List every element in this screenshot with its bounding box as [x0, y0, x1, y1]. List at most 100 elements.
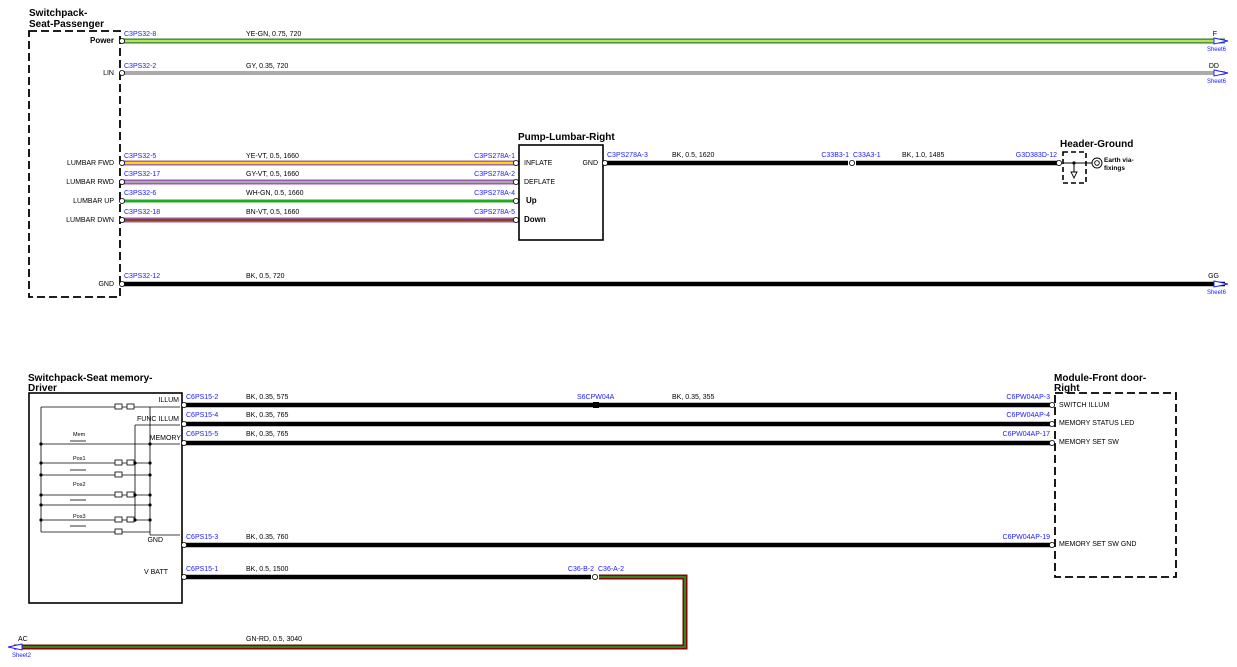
- offsheet-sheet6-f[interactable]: Sheet6: [1207, 47, 1227, 53]
- connector-c33a3-1: C33A3-1: [853, 152, 881, 159]
- pin-lumbar-rwd: LUMBAR RWD: [66, 179, 114, 186]
- pump-pin-gnd: GND: [582, 160, 598, 167]
- connector-c36-b-2: C36-B-2: [568, 566, 594, 573]
- front-door-box: [1054, 392, 1177, 578]
- wire-spec-lumbar-up: WH-GN, 0.5, 1660: [246, 190, 304, 197]
- offsheet-sheet2-ac[interactable]: Sheet2: [12, 653, 32, 659]
- pin-lin: LIN: [103, 70, 114, 77]
- seat-passenger-title-1: Switchpack-: [29, 8, 87, 19]
- connector-c3ps32-6: C3PS32-6: [124, 190, 156, 197]
- pin-power: Power: [90, 36, 114, 45]
- offsheet-dd: DD: [1209, 63, 1219, 70]
- connector-c3ps278a-3: C3PS278A-3: [607, 152, 648, 159]
- connector-c6ps15-5: C6PS15-5: [186, 431, 218, 438]
- connector-c3ps32-12: C3PS32-12: [124, 273, 160, 280]
- pin-switch-illum: SWITCH ILLUM: [1059, 402, 1109, 409]
- pin-memory-status-led: MEMORY STATUS LED: [1059, 420, 1134, 427]
- switch-label-mem: Mem: [73, 432, 86, 438]
- connector-c6pw04ap-3: C6PW04AP-3: [1006, 394, 1050, 401]
- connector-c3ps32-5: C3PS32-5: [124, 153, 156, 160]
- offsheet-f: F: [1213, 31, 1217, 38]
- earth-stud-icon: [1091, 157, 1103, 169]
- wire-spec-illum-b: BK, 0.35, 355: [672, 394, 715, 401]
- connector-s6cpw04a: S6CPW04A: [577, 394, 615, 401]
- pump-pin-down: Down: [524, 215, 546, 224]
- offsheet-sheet6-dd[interactable]: Sheet6: [1207, 79, 1227, 85]
- pin-memory-set-sw: MEMORY SET SW: [1059, 439, 1119, 446]
- wire-spec-memory: BK, 0.35, 765: [246, 431, 289, 438]
- switch-label-pos2: Pos2: [73, 482, 86, 488]
- wire-spec-mem-gnd: BK, 0.35, 760: [246, 534, 289, 541]
- header-ground-note-1: Earth via-: [1104, 157, 1134, 164]
- pin-mem-gnd: GND: [147, 537, 163, 544]
- pin-memory: MEMORY: [150, 435, 182, 442]
- seat-memory-title-1: Switchpack-Seat memory-: [28, 373, 153, 384]
- connector-c6ps15-2: C6PS15-2: [186, 394, 218, 401]
- pump-pin-up: Up: [526, 196, 537, 205]
- connector-c3ps278a-2: C3PS278A-2: [474, 171, 515, 178]
- seat-passenger-title-2: Seat-Passenger: [29, 19, 104, 30]
- pin-vbatt: V BATT: [144, 569, 169, 576]
- connector-c6ps15-4: C6PS15-4: [186, 412, 218, 419]
- wire-spec-ac: GN-RD, 0.5, 3040: [246, 636, 302, 643]
- connector-c3ps278a-4: C3PS278A-4: [474, 190, 515, 197]
- front-door-title-1: Module-Front door-: [1054, 373, 1146, 384]
- wire-spec-pump-gnd: BK, 0.5, 1620: [672, 152, 715, 159]
- header-ground-note-2: fixings: [1104, 165, 1125, 172]
- connector-c3ps32-2: C3PS32-2: [124, 63, 156, 70]
- switch-nodes: [39, 442, 152, 522]
- seat-memory-title-2: Driver: [28, 383, 57, 394]
- splice-s6cpw04a[interactable]: [593, 402, 599, 408]
- pin-lumbar-up: LUMBAR UP: [73, 198, 114, 205]
- pump-box: [518, 144, 604, 241]
- wire-spec-lin: GY, 0.35, 720: [246, 63, 288, 70]
- pin-lumbar-fwd: LUMBAR FWD: [67, 160, 114, 167]
- offsheet-arrow-icon[interactable]: [1213, 37, 1229, 45]
- wire-spec-gnd: BK, 0.5, 720: [246, 273, 285, 280]
- wire-spec-power: YE-GN, 0.75, 720: [246, 31, 301, 38]
- pin-func-illum: FUNC ILLUM: [137, 416, 179, 423]
- wire-spec-func-illum: BK, 0.35, 765: [246, 412, 289, 419]
- connector-c6ps15-1: C6PS15-1: [186, 566, 218, 573]
- front-door-title-2: Right: [1054, 383, 1080, 394]
- wire-spec-lumbar-fwd: YE-VT, 0.5, 1660: [246, 153, 299, 160]
- pin-memory-set-sw-gnd: MEMORY SET SW GND: [1059, 541, 1136, 548]
- pump-pin-inflate: INFLATE: [524, 160, 553, 167]
- wire-ac[interactable]: [14, 574, 688, 650]
- connector-c3ps32-8: C3PS32-8: [124, 31, 156, 38]
- seat-memory-box: [28, 392, 183, 604]
- wire-spec-header-gnd: BK, 1.0, 1485: [902, 152, 945, 159]
- header-ground-box: [1062, 151, 1087, 184]
- connector-c3ps278a-5: C3PS278A-5: [474, 209, 515, 216]
- connector-c3ps32-17: C3PS32-17: [124, 171, 160, 178]
- pump-pin-deflate: DEFLATE: [524, 179, 555, 186]
- offsheet-ac: AC: [18, 636, 28, 643]
- ground-symbol-icon: [1070, 171, 1078, 180]
- offsheet-arrow-icon[interactable]: [7, 643, 23, 651]
- connector-g3d383d-12: G3D383D-12: [1016, 152, 1057, 159]
- wire-spec-illum-a: BK, 0.35, 575: [246, 394, 289, 401]
- pin-lumbar-dwn: LUMBAR DWN: [66, 217, 114, 224]
- connector-c3ps278a-1: C3PS278A-1: [474, 153, 515, 160]
- connector-c33b3-1: C33B3-1: [821, 152, 849, 159]
- connector-c36-a-2: C36-A-2: [598, 566, 624, 573]
- offsheet-gg: GG: [1208, 273, 1219, 280]
- offsheet-arrow-icon[interactable]: [1213, 69, 1229, 77]
- wire-spec-lumbar-rwd: GY-VT, 0.5, 1660: [246, 171, 299, 178]
- connector-c3ps32-18: C3PS32-18: [124, 209, 160, 216]
- switch-label-pos1: Pos1: [73, 456, 86, 462]
- pin-gnd: GND: [98, 281, 114, 288]
- offsheet-sheet6-gg[interactable]: Sheet6: [1207, 290, 1227, 296]
- switch-label-pos3: Pos3: [73, 514, 86, 520]
- wire-spec-lumbar-dwn: BN-VT, 0.5, 1660: [246, 209, 299, 216]
- offsheet-arrow-icon[interactable]: [1213, 280, 1229, 288]
- header-ground-title: Header-Ground: [1060, 139, 1133, 150]
- connector-c6pw04ap-4: C6PW04AP-4: [1006, 412, 1050, 419]
- connector-c6pw04ap-19: C6PW04AP-19: [1003, 534, 1051, 541]
- pin-illum: ILLUM: [158, 397, 179, 404]
- connector-c6pw04ap-17: C6PW04AP-17: [1003, 431, 1051, 438]
- connector-c6ps15-3: C6PS15-3: [186, 534, 218, 541]
- wire-spec-vbatt: BK, 0.5, 1500: [246, 566, 289, 573]
- pump-title: Pump-Lumbar-Right: [518, 132, 615, 143]
